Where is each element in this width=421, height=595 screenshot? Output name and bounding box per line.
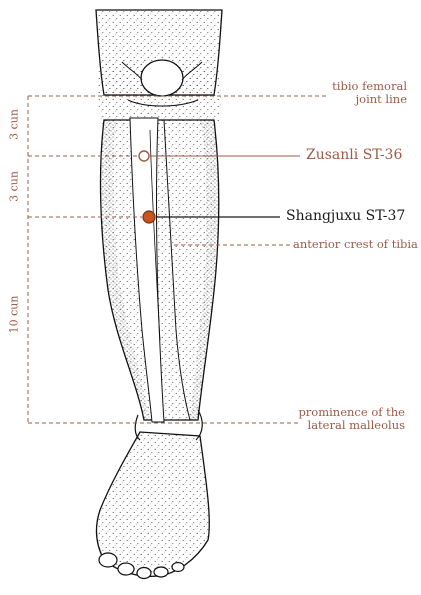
zusanli-point xyxy=(138,150,150,162)
toe-4 xyxy=(153,566,169,578)
toe-2 xyxy=(117,562,135,576)
toe-3 xyxy=(136,566,152,580)
toe-5 xyxy=(171,561,185,573)
shangjuxu-label: Shangjuxu ST-37 xyxy=(286,208,406,224)
measure-label-2: 3 cun xyxy=(7,171,21,202)
measure-label-3: 10 cun xyxy=(7,295,21,334)
malleolus-label: prominence of the lateral malleolus xyxy=(298,405,405,433)
shangjuxu-point xyxy=(142,210,156,224)
tibio-femoral-label: tibio femoral joint line xyxy=(332,79,407,107)
toe-1 xyxy=(98,552,118,568)
patella xyxy=(140,59,184,97)
measure-label-1: 3 cun xyxy=(7,109,21,140)
zusanli-label: Zusanli ST-36 xyxy=(306,147,403,163)
anterior-crest-label: anterior crest of tibia xyxy=(293,237,418,251)
